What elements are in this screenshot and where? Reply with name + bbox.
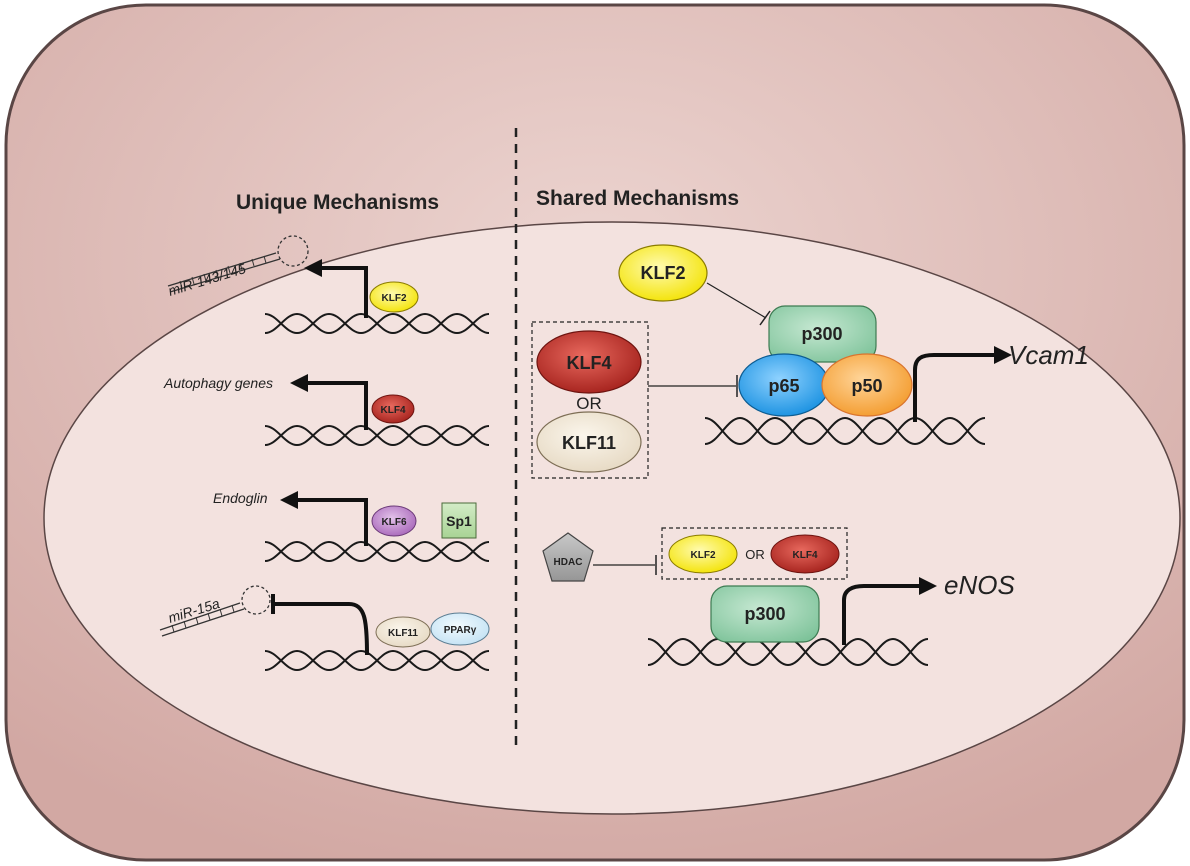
unique-row-mir15a: miR-15a KLF11 PPARγ bbox=[159, 585, 490, 672]
activation-arrow bbox=[318, 266, 368, 318]
factor-p50-label: p50 bbox=[851, 376, 882, 396]
factor-p50 bbox=[821, 353, 913, 417]
factor-klf4 bbox=[371, 394, 415, 424]
factor-klf2-label: KLF2 bbox=[691, 550, 716, 561]
or-label: OR bbox=[745, 547, 765, 562]
factor-klf2-label: KLF2 bbox=[382, 293, 407, 304]
factor-klf4-label: KLF4 bbox=[793, 550, 818, 561]
factor-p300 bbox=[710, 585, 820, 643]
gene-label-vcam1: Vcam1 bbox=[1008, 340, 1089, 370]
repression-bar bbox=[274, 602, 369, 656]
activation-arrow bbox=[913, 353, 1000, 422]
factor-klf11 bbox=[536, 411, 642, 473]
factor-sp1 bbox=[441, 502, 477, 539]
factor-klf6-label: KLF6 bbox=[382, 517, 407, 528]
unique-row-endoglin: Endoglin KLF6 Sp1 bbox=[213, 490, 490, 563]
shared-mechanisms-heading: Shared Mechanisms bbox=[536, 187, 739, 210]
factor-p300-label: p300 bbox=[744, 604, 785, 624]
factor-klf2 bbox=[369, 281, 419, 313]
unique-row-autophagy: Autophagy genes KLF4 bbox=[163, 374, 490, 447]
factor-ppar-gamma-label: PPARγ bbox=[444, 625, 477, 636]
factor-p300 bbox=[768, 305, 877, 363]
shared-enos-mechanism: eNOS HDAC KLF2 OR KLF4 p300 bbox=[542, 527, 1015, 667]
factor-klf11-label: KLF11 bbox=[388, 628, 418, 639]
factor-p300-label: p300 bbox=[801, 324, 842, 344]
mirna-hairpin bbox=[159, 585, 271, 637]
factor-p65-label: p65 bbox=[768, 376, 799, 396]
factor-klf4-label: KLF4 bbox=[381, 405, 406, 416]
activation-arrow bbox=[294, 498, 368, 546]
factor-klf4 bbox=[770, 534, 840, 574]
klf2-or-klf4-box bbox=[661, 527, 848, 580]
factor-klf4-label: KLF4 bbox=[567, 353, 612, 373]
factor-klf2-label: KLF2 bbox=[641, 263, 686, 283]
factor-klf11 bbox=[375, 616, 431, 648]
gene-label-endoglin: Endoglin bbox=[213, 490, 268, 506]
factor-klf11-label: KLF11 bbox=[562, 433, 616, 453]
factor-klf6 bbox=[371, 505, 417, 537]
mirna-hairpin bbox=[167, 235, 309, 293]
activation-arrow bbox=[304, 381, 368, 430]
factor-klf4 bbox=[536, 330, 642, 394]
nucleus-outline bbox=[43, 221, 1181, 815]
shared-vcam1-mechanism: Vcam1 KLF2 KLF4 OR KLF11 p300 p65 p50 bbox=[531, 244, 1089, 479]
gene-label-autophagy: Autophagy genes bbox=[163, 375, 273, 391]
activation-arrow bbox=[842, 584, 925, 645]
factor-sp1-label: Sp1 bbox=[446, 513, 472, 529]
klf4-or-klf11-box bbox=[531, 321, 649, 479]
factor-hdac-label: HDAC bbox=[554, 557, 583, 568]
hdac-pentagon bbox=[542, 532, 594, 582]
inhibition-line bbox=[706, 282, 767, 319]
gene-label-enos: eNOS bbox=[944, 570, 1015, 600]
or-label: OR bbox=[576, 394, 602, 413]
factor-ppar-gamma bbox=[430, 612, 490, 646]
factor-klf2 bbox=[618, 244, 708, 302]
factor-klf2 bbox=[668, 534, 738, 574]
unique-mechanisms-heading: Unique Mechanisms bbox=[236, 191, 439, 214]
